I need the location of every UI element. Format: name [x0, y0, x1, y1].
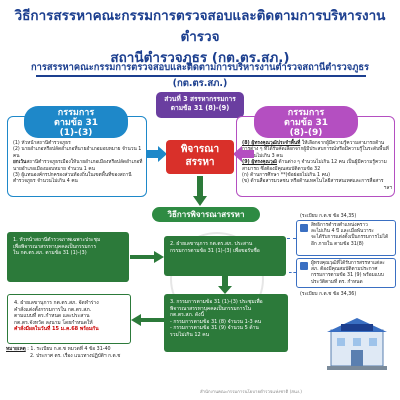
left-head-line1: กรรมการ — [57, 108, 95, 118]
side-item-2: ผู้ทรงคุณวุฒิที่ได้รับการสรรหาแต่ละ สภ. … — [296, 258, 396, 288]
step3-line1: 3. กรรมการตามข้อ 31 (1)-(3) ประชุมเพื่อ — [170, 299, 263, 305]
title-line-2: สถานีตำรวจภูธร (กต.ตร.สภ.) — [110, 50, 290, 66]
step3-line3: กต.ตร.สภ. ดังนี้ — [170, 312, 205, 319]
step-3-box: 3. กรรมการตามข้อ 31 (1)-(3) ประชุมเพื่อ … — [164, 294, 288, 352]
left-item-2b-text: สถานีตำรวจภูธรเมืองให้นายอำเภอเมืองหรือป… — [13, 160, 143, 172]
side-item2-line4: ประวัติตามที่ ตร. กำหนด — [311, 279, 363, 285]
footer-notes: หมายเหตุ : 1. ระเบียบ ก.ต.ช หมวดที่ 4 ข้… — [6, 347, 120, 360]
center-line1: พิจารณา — [180, 144, 220, 155]
note-2: 2. ประกาศ ตร. เรื่อง แนวทางปฏิบัติฯ ก.ต.… — [30, 353, 121, 359]
right-panel-header: กรรมการ ตามข้อ 31 (8)-(9) — [254, 106, 358, 138]
section-pill-line1: ส่วนที่ 3 สรรหากรรมการ — [164, 95, 236, 103]
right-head-line3: (8)-(9) — [289, 128, 323, 138]
right-item-8-bold: (8) ผู้ทรงคุณวุฒิประจำพื้นที่ — [242, 141, 301, 146]
step-2-box: 2. ฝ่ายเลขานุการ กต.ตร.สภ. ประสาน กรรมกา… — [164, 236, 286, 276]
right-item-8: (8) ผู้ทรงคุณวุฒิประจำพื้นที่ ให้เลือกจา… — [242, 141, 392, 160]
section-pill-line2: ตามข้อ 31 (8)-(9) — [170, 104, 230, 112]
right-item-9-text: ด้านต่าง ๆ จำนวนไม่เกิน 12 คน เป็นผู้มีค… — [242, 160, 387, 172]
step1-line2: เพื่อพิจารณาสรรหาบุคคลเป็นกรรมการ — [13, 243, 97, 250]
step-4-box: 4. ฝ่ายเลขานุการ กต.ตร.สภ. จัดทำร่าง คำส… — [7, 294, 131, 344]
police-station-illustration — [327, 318, 387, 370]
left-item-2b-bold: ยกเว้น — [13, 160, 27, 166]
left-item-2b: ยกเว้นสถานีตำรวจภูธรเมืองให้นายอำเภอเมือ… — [13, 160, 143, 173]
step3-line4: - กรรมการตามข้อ 31 (8) จำนวน 1-3 คน — [170, 318, 262, 325]
step4-line1: 4. ฝ่ายเลขานุการ กต.ตร.สภ. จัดทำร่าง — [14, 300, 99, 306]
right-more: ฯลฯ — [383, 185, 392, 191]
left-panel-list: (1) หัวหน้าสถานีตำรวจภูธร (2) นายอำเภอหร… — [13, 141, 143, 186]
left-item-1: (1) หัวหน้าสถานีตำรวจภูธร — [13, 141, 71, 146]
right-to-center-arrow — [233, 146, 254, 162]
subtitle-line-1: การสรรหาคณะกรรมการตรวจสอบและติดตามการบริ… — [31, 62, 369, 73]
step4-line4: กต.ตร.จังหวัด ลงนาม โดยกำหนดให้ — [14, 319, 93, 326]
step4-line3: ตามแบบที่ ตร.กำหนด และประสาน — [14, 313, 90, 320]
side-item2-line1: ผู้ทรงคุณวุฒิที่ได้รับการสรรหาแต่ละ — [311, 261, 385, 266]
footer-credit: สำนักงานคณะกรรมการนโยบายตำรวจแห่งชาติ (ส… — [200, 390, 302, 395]
step2-to-step3-arrow — [218, 276, 232, 294]
right-item-9a: (ก) ด้านการศึกษา **(ข้อย่อยไม่เกิน 1 คน) — [242, 173, 330, 179]
left-item-3: (3) ผู้แทนองค์กรปกครองส่วนท้องถิ่นในเขตพ… — [13, 173, 132, 185]
down-arrow-center — [193, 176, 207, 206]
step2-line2: กรรมการตามข้อ 31 (1)-(3) เพื่อขอรับชื่อ — [170, 247, 260, 254]
side-item-1: สิทธิการดำรงตำแหน่งคราว ละไม่เกิน 4 ปี แ… — [296, 220, 396, 256]
center-line2: สรรหา — [185, 157, 215, 168]
step1-to-step2-arrow — [130, 251, 164, 263]
right-item-9: (9) ผู้ทรงคุณวุฒิ ด้านต่าง ๆ จำนวนไม่เกิ… — [242, 160, 392, 173]
step3-line2: พิจารณาสรรหาบุคคลเป็นกรรมการใน — [170, 305, 251, 312]
side-item1-line1: สิทธิการดำรงตำแหน่งคราว — [311, 223, 368, 228]
step1-line3: ใน กต.ตร.สภ. ตามข้อ 31 (1)-(3) — [13, 250, 87, 257]
subtitle-underline — [36, 75, 366, 77]
left-item-2: (2) นายอำเภอหรือปลัดอำเภอที่นายอำเภอมอบห… — [13, 147, 142, 159]
dash-connector-2 — [289, 272, 296, 273]
step-1-box: 1. หัวหน้าสถานีตำรวจภาพเฉพาะประชุม เพื่อ… — [7, 232, 129, 282]
section-3-pill: ส่วนที่ 3 สรรหากรรมการ ตามข้อ 31 (8)-(9) — [156, 92, 244, 118]
left-head-line2: ตามข้อ 31 — [53, 118, 99, 128]
side-item2-line3: กรรมการตามข้อ 31 (9) พร้อมแบบ — [311, 273, 384, 279]
side-ref-top: (ระเบียบ ก.ต.ช ข้อ 34,35) — [300, 214, 357, 219]
dash-connector-1 — [287, 238, 296, 239]
step4-line2: คำสั่งแต่งตั้งกรรมการใน กต.ตร.สภ. — [14, 306, 92, 313]
side-item2-line2: สภ. ต้องมีคุณสมบัติตามประกาศ — [311, 267, 378, 273]
step3-to-step4-arrow — [131, 314, 165, 326]
side-item-1-bullet — [300, 224, 308, 232]
title-line-1: วิธีการสรรหาคณะกรรมการตรวจสอบและติดตามกา… — [14, 8, 386, 45]
side-item1-line4: อีก ภายใน ตามข้อ 31(8) — [311, 241, 364, 247]
method-pill: วิธีการพิจารณาสรรหา — [152, 207, 260, 222]
left-to-center-arrow — [146, 146, 167, 162]
step1-line1: 1. หัวหน้าสถานีตำรวจภาพเฉพาะประชุม — [13, 237, 101, 243]
right-item-8-text: ให้เลือกจากผู้มีความรู้ความสามารถด้านการ… — [242, 141, 389, 159]
side-item-2-bullet — [300, 262, 308, 270]
step3-line5: - กรรมการตามข้อ 31 (9) จำนวน 5 ด้าน — [170, 325, 259, 332]
side-item1-line3: จะได้รับการแต่งตั้งเป็นกรรมการไม่ได้ — [311, 235, 389, 241]
subtitle-line-2: (กต.ตร.สภ.) — [172, 78, 228, 89]
page-title: วิธีการสรรหาคณะกรรมการตรวจสอบและติดตามกา… — [6, 6, 394, 69]
note-label: หมายเหตุ — [6, 347, 26, 352]
right-head-line1: กรรมการ — [287, 108, 325, 118]
right-item-9-bold: (9) ผู้ทรงคุณวุฒิ — [242, 160, 277, 166]
right-item-9b: (ข) ด้านสื่อสารมวลชน หรือด้านเทคโนโลยีสา… — [242, 179, 384, 185]
consider-recruit-box: พิจารณา สรรหา — [166, 140, 234, 174]
left-panel-header: กรรมการ ตามข้อ 31 (1)-(3) — [24, 106, 128, 138]
step3-line6: รวมไม่เกิน 12 คน — [170, 331, 210, 338]
left-head-line3: (1)-(3) — [59, 128, 93, 138]
right-head-line2: ตามข้อ 31 — [283, 118, 329, 128]
note-1: : 1. ระเบียบ ก.ต.ช หมวดที่ 4 ข้อ 31-40 — [27, 347, 111, 352]
note-row-1: หมายเหตุ : 1. ระเบียบ ก.ต.ช หมวดที่ 4 ข้… — [6, 347, 120, 354]
side-ref-bottom: (ระเบียบ ก.ต.ช ข้อ 34,36) — [300, 292, 357, 297]
side-item1-line2: ละไม่เกิน 4 ปี และเมื่อพ้นวาระ — [311, 229, 374, 235]
right-panel-list: (8) ผู้ทรงคุณวุฒิประจำพื้นที่ ให้เลือกจา… — [242, 141, 392, 192]
step2-line1: 2. ฝ่ายเลขานุการ กต.ตร.สภ. ประสาน — [170, 241, 253, 247]
step4-line5: คำสั่งมีผลในวันที่ 15 ม.ค.68 พร้อมกัน — [14, 326, 99, 333]
